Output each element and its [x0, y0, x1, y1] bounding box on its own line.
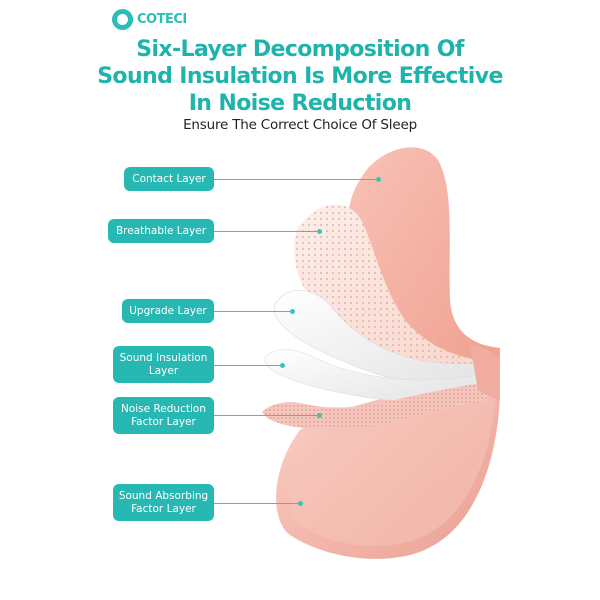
sound-insulation-leader-dot [280, 363, 285, 368]
sound-absorbing-leader-line [214, 503, 298, 504]
sound-insulation-leader-line [214, 365, 280, 366]
label-sound-absorbing-factor-layer: Sound Absorbing Factor Layer [113, 484, 214, 521]
brand-logo: COTECI [112, 8, 187, 30]
headline-line-3: In Noise Reduction [188, 91, 412, 116]
coteci-logo-icon [112, 8, 133, 30]
label-upgrade-layer: Upgrade Layer [122, 299, 214, 323]
upgrade-leader-line [214, 311, 290, 312]
contact-leader-dot [376, 177, 381, 182]
noise-reduction-leader-dot [317, 413, 322, 418]
label-contact-layer: Contact Layer [124, 167, 214, 191]
brand-logo-text: COTECI [137, 11, 187, 27]
subtitle: Ensure The Correct Choice Of Sleep [183, 117, 417, 133]
contact-leader-line [214, 179, 376, 180]
breathable-leader-line [214, 231, 317, 232]
headline-line-2: Sound Insulation Is More Effective [97, 64, 503, 89]
label-breathable-layer: Breathable Layer [108, 219, 214, 243]
sound-absorbing-leader-dot [298, 501, 303, 506]
label-noise-reduction-factor-layer: Noise Reduction Factor Layer [113, 397, 214, 434]
headline-line-1: Six-Layer Decomposition Of [136, 37, 464, 62]
label-sound-insulation-layer: Sound Insulation Layer [113, 346, 214, 383]
upgrade-leader-dot [290, 309, 295, 314]
breathable-leader-dot [317, 229, 322, 234]
noise-reduction-leader-line [214, 415, 317, 416]
